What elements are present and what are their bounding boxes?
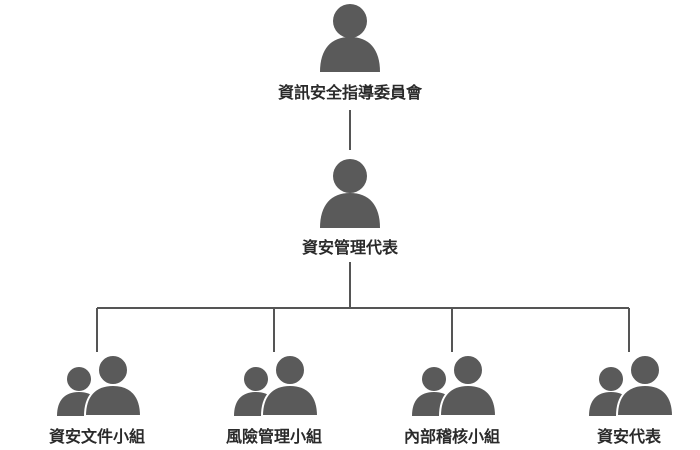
node-label-group-1: 資安文件小組 [48, 427, 146, 446]
group-icon [57, 354, 141, 416]
node-label-group-2: 風險管理小組 [225, 427, 323, 446]
person-icon [320, 159, 380, 228]
node-label-middle: 資安管理代表 [301, 238, 399, 257]
node-label-group-4: 資安代表 [596, 427, 662, 446]
group-icon [412, 354, 496, 416]
group-icon [234, 354, 318, 416]
node-label-group-3: 內部稽核小組 [403, 427, 501, 446]
person-icon [320, 4, 380, 72]
group-icon [589, 354, 673, 416]
node-label-top: 資訊安全指導委員會 [277, 83, 423, 102]
